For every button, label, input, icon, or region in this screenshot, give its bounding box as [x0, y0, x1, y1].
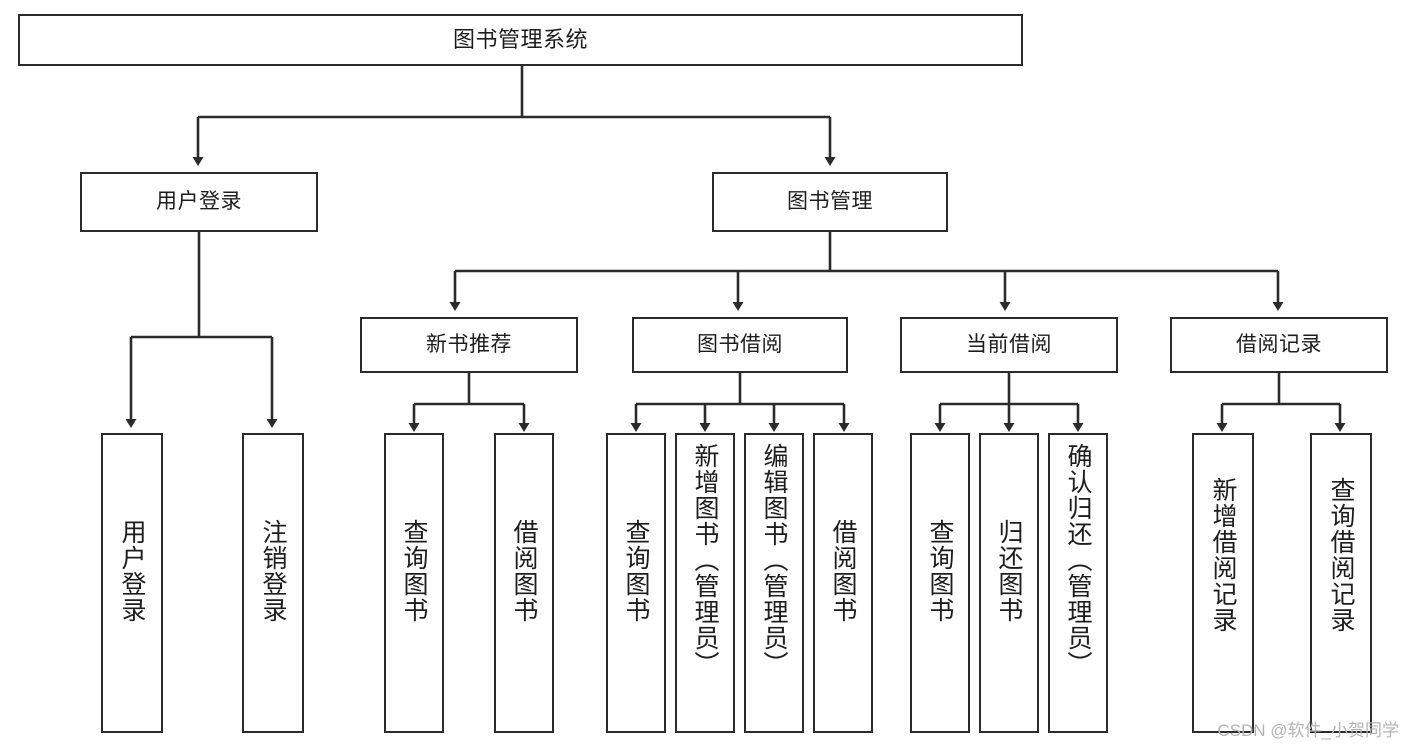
- node-leaf-borrow-book-2-label: 借阅图书: [829, 519, 857, 623]
- node-new-book-recommend[interactable]: 新书推荐: [360, 317, 578, 373]
- node-leaf-add-record-label: 新增借阅记录: [1209, 477, 1237, 633]
- node-book-manage[interactable]: 图书管理: [712, 172, 948, 232]
- node-leaf-confirm-return[interactable]: 确认归还（管理员）: [1048, 433, 1108, 733]
- node-root-label: 图书管理系统: [452, 26, 588, 52]
- node-leaf-add-book-label: 新增图书（管理员）: [691, 443, 719, 677]
- node-leaf-logout-label: 注销登录: [259, 519, 287, 623]
- node-leaf-user-login[interactable]: 用户登录: [101, 433, 163, 733]
- node-leaf-user-login-label: 用户登录: [118, 519, 146, 623]
- node-leaf-query-book-2-label: 查询图书: [622, 519, 650, 623]
- node-leaf-add-record[interactable]: 新增借阅记录: [1192, 433, 1254, 733]
- node-root[interactable]: 图书管理系统: [18, 14, 1023, 66]
- node-user-login-label: 用户登录: [156, 190, 242, 214]
- node-current-borrow[interactable]: 当前借阅: [900, 317, 1118, 373]
- node-leaf-logout[interactable]: 注销登录: [242, 433, 304, 733]
- node-book-borrow-label: 图书借阅: [697, 333, 783, 357]
- node-leaf-add-book[interactable]: 新增图书（管理员）: [675, 433, 735, 733]
- node-current-borrow-label: 当前借阅: [966, 333, 1052, 357]
- node-leaf-confirm-return-label: 确认归还（管理员）: [1064, 443, 1092, 677]
- node-leaf-borrow-book-1[interactable]: 借阅图书: [494, 433, 554, 733]
- node-leaf-query-book-3[interactable]: 查询图书: [910, 433, 970, 733]
- node-leaf-edit-book[interactable]: 编辑图书（管理员）: [744, 433, 804, 733]
- node-leaf-query-book-2[interactable]: 查询图书: [606, 433, 666, 733]
- node-borrow-record[interactable]: 借阅记录: [1170, 317, 1388, 373]
- node-leaf-edit-book-label: 编辑图书（管理员）: [760, 443, 788, 677]
- node-new-book-recommend-label: 新书推荐: [426, 333, 512, 357]
- node-book-manage-label: 图书管理: [787, 190, 873, 214]
- node-leaf-query-record[interactable]: 查询借阅记录: [1310, 433, 1372, 733]
- node-leaf-borrow-book-1-label: 借阅图书: [510, 519, 538, 623]
- node-leaf-query-book-1[interactable]: 查询图书: [384, 433, 444, 733]
- node-borrow-record-label: 借阅记录: [1236, 333, 1322, 357]
- watermark-text: CSDN @软件_小贺同学: [1217, 721, 1399, 740]
- node-leaf-query-book-3-label: 查询图书: [926, 519, 954, 623]
- node-user-login[interactable]: 用户登录: [80, 172, 318, 232]
- node-leaf-return-book[interactable]: 归还图书: [979, 433, 1039, 733]
- node-leaf-query-book-1-label: 查询图书: [400, 519, 428, 623]
- node-leaf-borrow-book-2[interactable]: 借阅图书: [813, 433, 873, 733]
- node-leaf-query-record-label: 查询借阅记录: [1327, 477, 1355, 633]
- node-book-borrow[interactable]: 图书借阅: [632, 317, 848, 373]
- node-leaf-return-book-label: 归还图书: [995, 519, 1023, 623]
